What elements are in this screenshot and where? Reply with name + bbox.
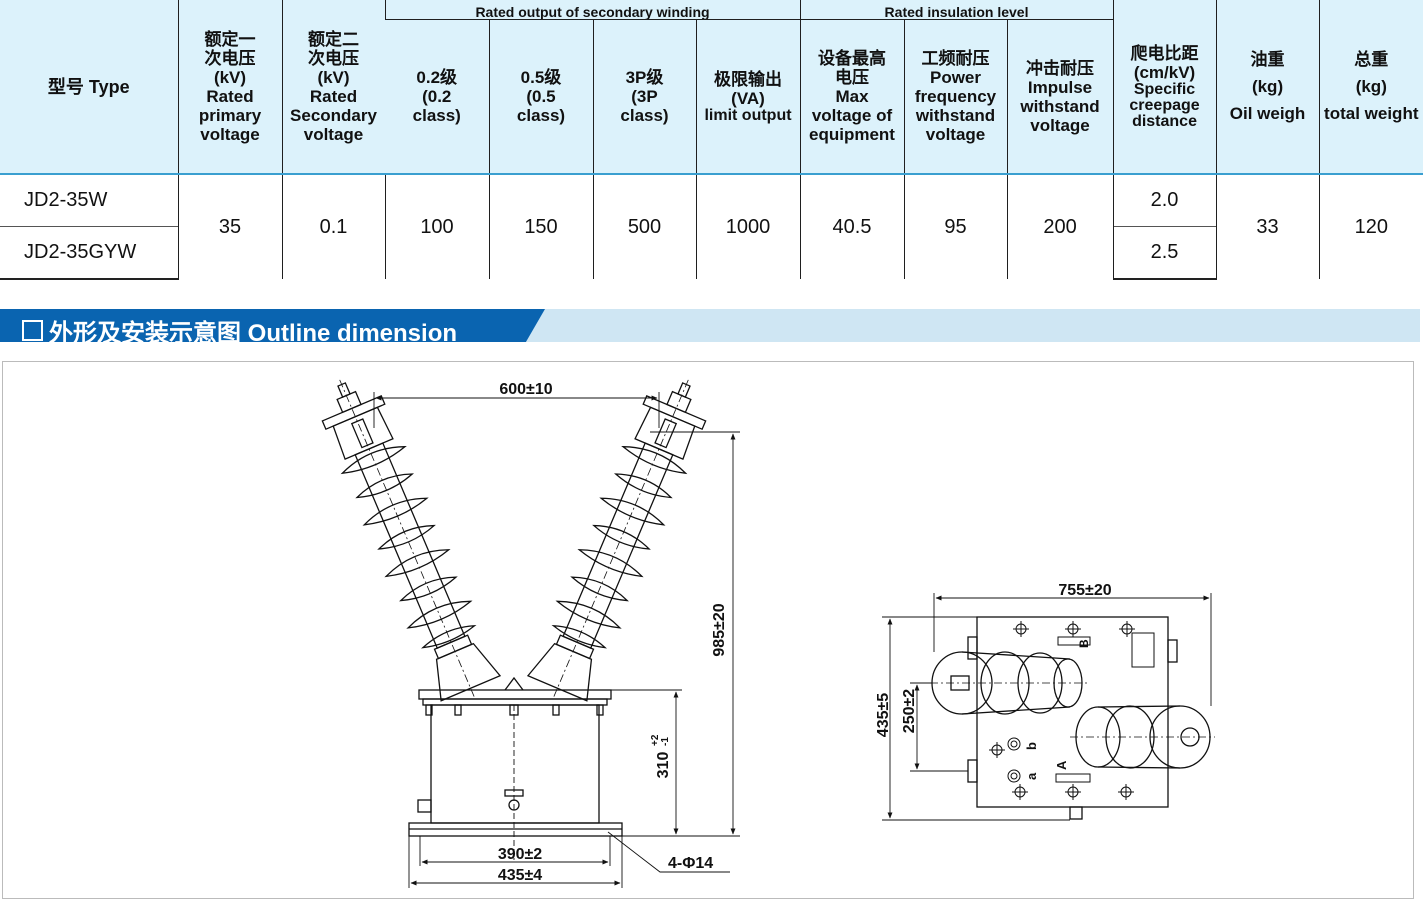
dim-holes: 4-Φ14 bbox=[668, 855, 713, 872]
square-icon bbox=[22, 320, 43, 341]
tank-body bbox=[430, 704, 600, 824]
secondary-voltage-cell: 0.1 bbox=[281, 174, 385, 279]
dim-body-tol-plus: +2 bbox=[650, 734, 661, 746]
max-voltage-cell: 40.5 bbox=[799, 174, 904, 279]
dim-base-inner: 390±2 bbox=[498, 846, 542, 863]
table-row: JD2-35W 35 0.1 100 150 500 1000 40.5 95 … bbox=[0, 174, 1424, 279]
terminal-label-a-upper: A bbox=[1054, 760, 1069, 770]
power-frequency-cell: 95 bbox=[903, 174, 1007, 279]
plan-view bbox=[882, 593, 1215, 821]
primary-voltage-cell: 35 bbox=[177, 174, 282, 279]
plan-bushing-lower bbox=[1070, 705, 1215, 769]
nameplate-bracket bbox=[417, 799, 432, 813]
total-weight-cell: 120 bbox=[1318, 174, 1424, 279]
section-banner: 外形及安装示意图 Outline dimension bbox=[0, 309, 1420, 342]
oil-weight-cell: 33 bbox=[1215, 174, 1320, 279]
front-view bbox=[321, 379, 740, 888]
right-bushing bbox=[526, 379, 707, 702]
terminal-label-b-lower: b bbox=[1024, 742, 1039, 750]
dim-plan-offset: 250±2 bbox=[901, 689, 918, 733]
drawing-frame bbox=[2, 361, 1414, 899]
limit-output-cell: 1000 bbox=[695, 174, 800, 279]
header-rated-output-group: Rated output of secondary winding bbox=[384, 0, 800, 21]
dim-plan-depth: 435±5 bbox=[875, 693, 892, 737]
front-view-labels: 600±10 985±20 310 +2 -1 390±2 435±4 4-Φ1… bbox=[498, 381, 728, 884]
plan-view-labels: 755±20 435±5 250±2 B A b a bbox=[875, 582, 1112, 780]
plan-nameplate bbox=[1131, 632, 1155, 668]
flange-bolts bbox=[425, 704, 604, 716]
creepage-cell: 2.0 bbox=[1112, 174, 1217, 227]
header-type: 型号 Type bbox=[0, 0, 178, 175]
banner-title-bar: 外形及安装示意图 Outline dimension bbox=[0, 309, 545, 342]
dim-top-width: 600±10 bbox=[499, 381, 552, 398]
creepage-cell: 2.5 bbox=[1112, 226, 1217, 280]
terminal-label-b-upper: B bbox=[1077, 639, 1091, 648]
left-bushing bbox=[321, 379, 502, 702]
class-3p-cell: 500 bbox=[592, 174, 696, 279]
dim-body-height: 310 bbox=[655, 752, 672, 779]
model-cell: JD2-35GYW bbox=[0, 226, 178, 280]
terminal-label-a-lower: a bbox=[1024, 772, 1039, 780]
plan-fittings bbox=[989, 621, 1155, 800]
header-oil-weight: 油重(kg)Oil weigh bbox=[1215, 0, 1320, 175]
dim-body-tol-minus: -1 bbox=[660, 737, 671, 746]
dim-overall-height: 985±20 bbox=[711, 603, 728, 656]
table-row: JD2-35GYW 2.5 bbox=[0, 226, 1423, 280]
header-total-weight: 总重(kg)total weight bbox=[1318, 0, 1424, 175]
class-02-cell: 100 bbox=[384, 174, 489, 279]
dim-base-outer: 435±4 bbox=[498, 867, 542, 884]
plan-bushing-upper bbox=[930, 651, 1090, 715]
impulse-cell: 200 bbox=[1006, 174, 1114, 279]
header-limit-output: 极限输出(VA)limit output bbox=[695, 19, 800, 176]
section-title: 外形及安装示意图 Outline dimension bbox=[49, 320, 458, 347]
class-05-cell: 150 bbox=[488, 174, 593, 279]
model-cell: JD2-35W bbox=[24, 189, 108, 211]
header-insulation-group: Rated insulation level bbox=[799, 0, 1114, 21]
dim-plan-width: 755±20 bbox=[1058, 582, 1111, 599]
